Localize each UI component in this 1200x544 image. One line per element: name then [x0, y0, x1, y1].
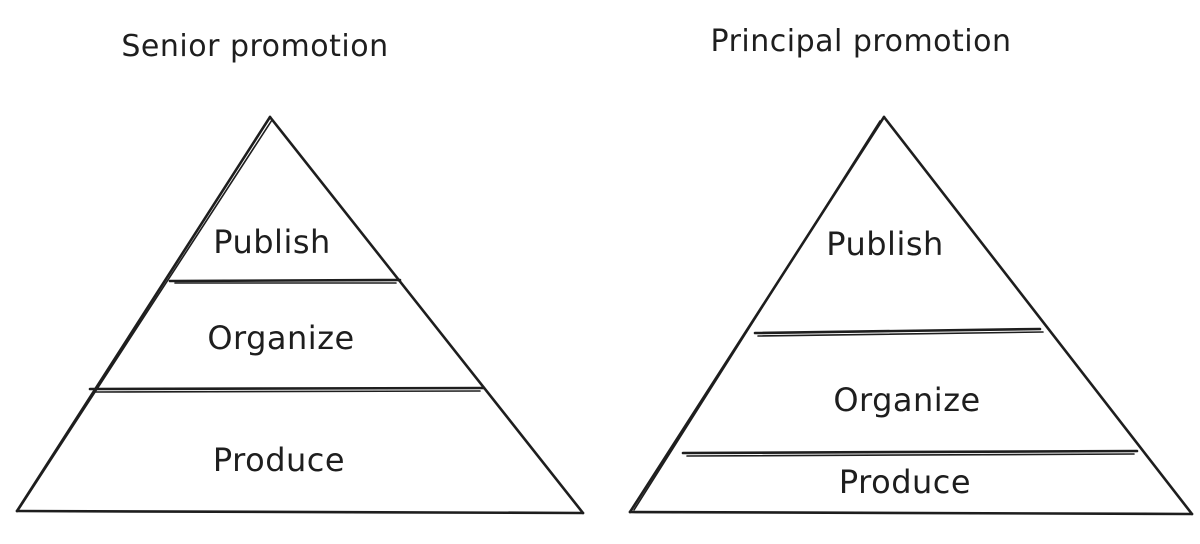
principal-promotion-title: Principal promotion [711, 24, 1012, 59]
principal-tier-dividers [681, 327, 1139, 457]
senior-promotion-diagram: Senior promotion Publish Organize Produc… [15, 29, 585, 515]
principal-tier-organize: Organize [833, 381, 980, 419]
senior-pyramid-outline [15, 115, 585, 515]
principal-promotion-diagram: Principal promotion Publish Organize Pro… [628, 24, 1194, 516]
senior-tier-produce: Produce [213, 441, 345, 479]
senior-tier-publish: Publish [213, 223, 331, 261]
senior-tier-dividers [88, 278, 486, 393]
senior-tier-organize: Organize [207, 319, 354, 357]
senior-promotion-title: Senior promotion [121, 29, 388, 64]
principal-pyramid-outline [628, 115, 1194, 516]
principal-tier-publish: Publish [826, 225, 944, 263]
principal-tier-produce: Produce [839, 463, 971, 501]
